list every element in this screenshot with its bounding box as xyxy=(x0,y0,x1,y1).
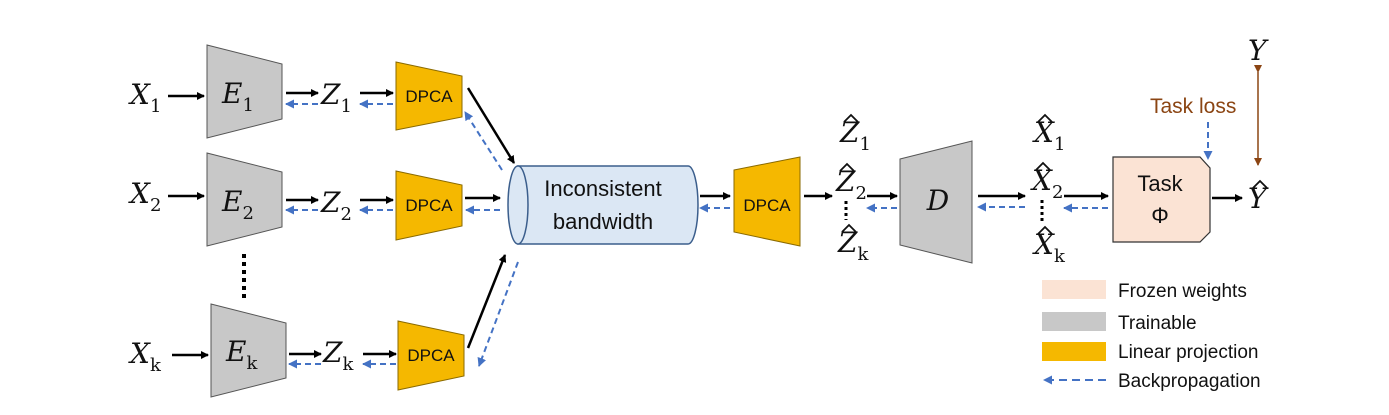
zhat-2: Z2 xyxy=(835,162,867,204)
svg-text:Y: Y xyxy=(1248,182,1269,215)
xhat-1: X1 xyxy=(1032,113,1065,155)
encoder-e2 xyxy=(206,152,283,247)
encoder-ek-label: Ek xyxy=(225,335,258,374)
task-block-label: Task xyxy=(1137,171,1183,196)
channel-cylinder xyxy=(507,165,699,245)
prediction-yhat: Y xyxy=(1248,179,1269,215)
svg-text:X1: X1 xyxy=(1032,116,1065,155)
dpca-block-decoder-label: DPCA xyxy=(743,196,791,215)
arrow-dpcak-channel xyxy=(466,254,507,349)
encoder-e1-label: E1 xyxy=(221,77,254,116)
legend-label-linear: Linear projection xyxy=(1118,342,1258,363)
svg-text:Xk: Xk xyxy=(1032,228,1066,267)
legend-label-backprop: Backpropagation xyxy=(1118,371,1261,392)
svg-text:X2: X2 xyxy=(1030,164,1063,203)
dpca-block-1 xyxy=(395,61,463,131)
backprop-channel-dpca1 xyxy=(464,111,503,171)
dpca-block-2 xyxy=(395,170,463,241)
dpca-block-1-label: DPCA xyxy=(405,87,453,106)
task-block xyxy=(1112,156,1211,243)
xhat-k: Xk xyxy=(1032,225,1066,267)
decoder-d xyxy=(899,140,973,264)
encoder-e1 xyxy=(206,44,283,139)
legend-swatch-trainable xyxy=(1042,312,1106,331)
latent-z1: Z1 xyxy=(320,78,352,117)
backprop-channel-dpcak xyxy=(477,261,519,367)
dpca-block-k xyxy=(397,320,465,391)
encoder-e2-label: E2 xyxy=(221,185,254,224)
task-block-phi: Φ xyxy=(1151,203,1169,228)
xhat-2: X2 xyxy=(1030,161,1063,203)
svg-text:Z1: Z1 xyxy=(839,116,871,155)
dpca-block-decoder xyxy=(733,156,801,247)
input-xk: Xk xyxy=(128,337,162,376)
arrow-dpca1-channel xyxy=(466,87,516,164)
encoder-ek xyxy=(210,303,287,398)
zhat-1: Z1 xyxy=(839,113,871,155)
channel-label-line2: bandwidth xyxy=(553,209,653,234)
task-loss-label: Task loss xyxy=(1150,95,1236,118)
latent-zk: Zk xyxy=(322,336,354,375)
zhat-k: Zk xyxy=(837,223,869,265)
target-y: Y xyxy=(1248,34,1269,67)
svg-text:Zk: Zk xyxy=(837,226,869,265)
legend-swatch-frozen xyxy=(1042,280,1106,299)
input-x1: X1 xyxy=(128,78,161,117)
latent-z2: Z2 xyxy=(320,186,352,225)
decoder-d-label: D xyxy=(926,184,949,217)
channel-label-line1: Inconsistent xyxy=(544,176,661,201)
legend: Frozen weights Trainable Linear projecti… xyxy=(1042,280,1261,392)
input-x2: X2 xyxy=(128,177,161,216)
dpca-block-k-label: DPCA xyxy=(407,346,455,365)
legend-label-trainable: Trainable xyxy=(1118,313,1197,334)
legend-swatch-linear xyxy=(1042,342,1106,361)
dpca-block-2-label: DPCA xyxy=(405,196,453,215)
legend-label-frozen: Frozen weights xyxy=(1118,281,1247,302)
svg-text:Z2: Z2 xyxy=(835,165,867,204)
